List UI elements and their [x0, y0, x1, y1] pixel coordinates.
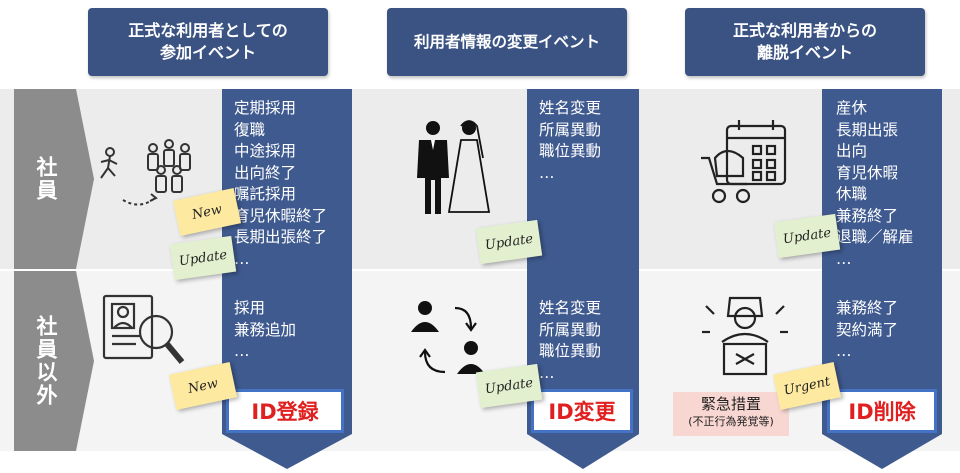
event-item: 兼務終了: [836, 206, 899, 225]
event-item: …: [234, 249, 250, 268]
header-change-events: 利用者情報の変更イベント: [387, 8, 627, 76]
emergency-title: 緊急措置: [700, 395, 761, 413]
event-item: 長期出張終了: [234, 228, 328, 246]
resume-magnifier-icon: [102, 294, 185, 364]
person-walking-to-group-icon: [100, 139, 191, 206]
event-item: …: [836, 249, 852, 268]
event-item: …: [234, 342, 250, 360]
event-item: 契約満了: [836, 320, 899, 339]
event-item: …: [539, 363, 555, 382]
event-item: …: [539, 163, 555, 182]
event-item: 長期出張: [836, 120, 899, 139]
leave-column-arrow: [822, 89, 942, 469]
non-employee-row-band: [0, 271, 960, 451]
stroller-calendar-icon: [701, 120, 787, 204]
non-employee-row-label: 社員以外: [14, 271, 78, 451]
stressed-person-icon: [702, 296, 788, 376]
people-exchange-icon: [411, 301, 485, 374]
join-other-events: 採用 兼務追加 …: [234, 298, 296, 363]
event-item: 姓名変更: [539, 99, 602, 117]
event-item: 出向終了: [234, 163, 297, 182]
event-item: 定期採用: [234, 99, 297, 117]
non-employee-row-label-text: 社員以外: [34, 315, 58, 407]
join-employee-events: 定期採用 復職 中途採用 出向終了 嘱託採用 育児休暇終了 長期出張終了 …: [234, 98, 327, 270]
header-join-events: 正式な利用者としての 参加イベント: [88, 8, 328, 76]
event-item: 退職／解雇: [836, 228, 914, 246]
emergency-subtitle: (不正行為発覚等): [688, 415, 774, 428]
event-item: 兼務終了: [836, 299, 899, 317]
header-leave-events: 正式な利用者からの 離脱イベント: [685, 8, 925, 76]
change-other-events: 姓名変更 所属異動 職位異動 …: [539, 298, 601, 384]
event-item: 採用: [234, 299, 266, 317]
id-change-box: ID変更: [531, 389, 633, 433]
event-item: 所属異動: [539, 120, 602, 139]
id-register-box: ID登録: [226, 389, 344, 433]
bride-groom-icon: [417, 120, 491, 214]
event-item: 出向: [836, 142, 868, 160]
leave-employee-events: 産休 長期出張 出向 育児休暇 休職 兼務終了 退職／解雇 …: [836, 98, 914, 270]
employee-row-label-text: 社員: [34, 156, 58, 202]
event-item: 復職: [234, 120, 266, 139]
event-item: 産休: [836, 99, 868, 117]
event-item: 兼務追加: [234, 320, 297, 339]
id-delete-box: ID削除: [827, 389, 937, 433]
change-employee-events: 姓名変更 所属異動 職位異動 …: [539, 98, 601, 184]
event-item: 所属異動: [539, 320, 602, 339]
event-item: 育児休暇: [836, 163, 899, 182]
employee-row-label: 社員: [14, 89, 78, 269]
emergency-measure-box: 緊急措置 (不正行為発覚等): [673, 392, 789, 436]
change-column-arrow: [527, 89, 639, 469]
event-item: 嘱託採用: [234, 185, 297, 203]
leave-other-events: 兼務終了 契約満了 …: [836, 298, 898, 363]
non-employee-row-chevron: [14, 271, 94, 451]
employee-row-chevron: [14, 89, 94, 269]
event-item: 職位異動: [539, 142, 602, 160]
event-item: 育児休暇終了: [234, 206, 328, 225]
event-item: 職位異動: [539, 342, 602, 360]
event-item: 中途採用: [234, 142, 297, 160]
join-column-arrow: [222, 89, 352, 469]
event-item: 姓名変更: [539, 299, 602, 317]
event-item: 休職: [836, 185, 868, 203]
event-item: …: [836, 342, 852, 360]
